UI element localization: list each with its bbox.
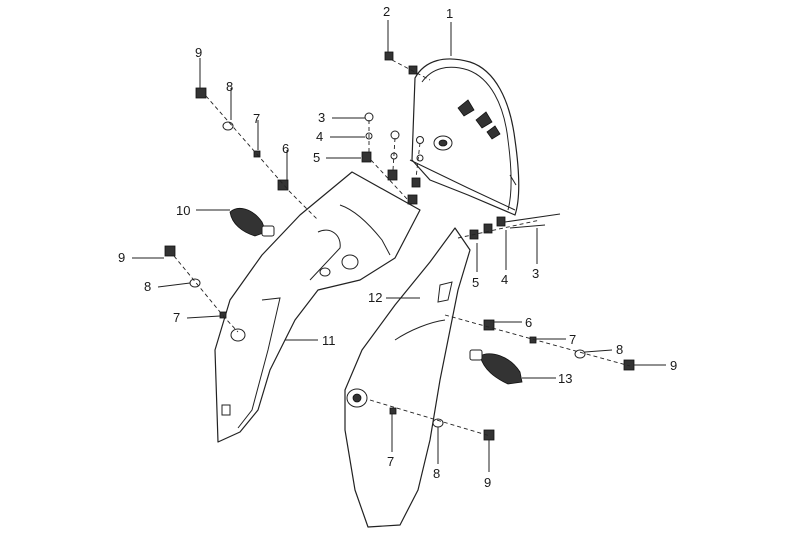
callout-7-lower-left: 7 xyxy=(173,310,180,325)
callout-9-bottom: 9 xyxy=(484,475,491,490)
left-turn-signal-part xyxy=(229,207,275,237)
right-side-panel-part xyxy=(344,227,471,528)
callout-5-right: 5 xyxy=(472,275,479,290)
callout-8-lower-left: 8 xyxy=(144,279,151,294)
callout-8-bottom: 8 xyxy=(433,466,440,481)
left-side-panel-part xyxy=(214,171,421,443)
callout-7-right: 7 xyxy=(569,332,576,347)
callout-8-upper-left: 8 xyxy=(226,79,233,94)
callout-10: 10 xyxy=(176,203,190,218)
callout-9-upper-left: 9 xyxy=(195,45,202,60)
callout-4-right: 4 xyxy=(501,272,508,287)
callout-3-upper: 3 xyxy=(318,110,325,125)
callout-6-upper-left: 6 xyxy=(282,141,289,156)
callout-4-upper: 4 xyxy=(316,129,323,144)
callout-5-upper: 5 xyxy=(313,150,320,165)
callout-3-right: 3 xyxy=(532,266,539,281)
callout-13: 13 xyxy=(558,371,572,386)
callout-9-lower-left: 9 xyxy=(118,250,125,265)
callout-7-bottom: 7 xyxy=(387,454,394,469)
callout-labels: 1 2 3 4 5 6 7 8 9 10 9 8 7 11 12 5 4 3 6… xyxy=(118,4,677,490)
callout-12: 12 xyxy=(368,290,382,305)
hardware-fasteners xyxy=(164,51,635,441)
callout-11: 11 xyxy=(322,333,336,348)
callout-2: 2 xyxy=(383,4,390,19)
callout-6-right: 6 xyxy=(525,315,532,330)
right-turn-signal-part xyxy=(469,349,523,385)
windscreen-part xyxy=(409,58,520,216)
callout-9-right: 9 xyxy=(670,358,677,373)
callout-8-right: 8 xyxy=(616,342,623,357)
callout-1: 1 xyxy=(446,6,453,21)
callout-7-upper-left: 7 xyxy=(253,111,260,126)
leader-lines xyxy=(132,20,666,472)
